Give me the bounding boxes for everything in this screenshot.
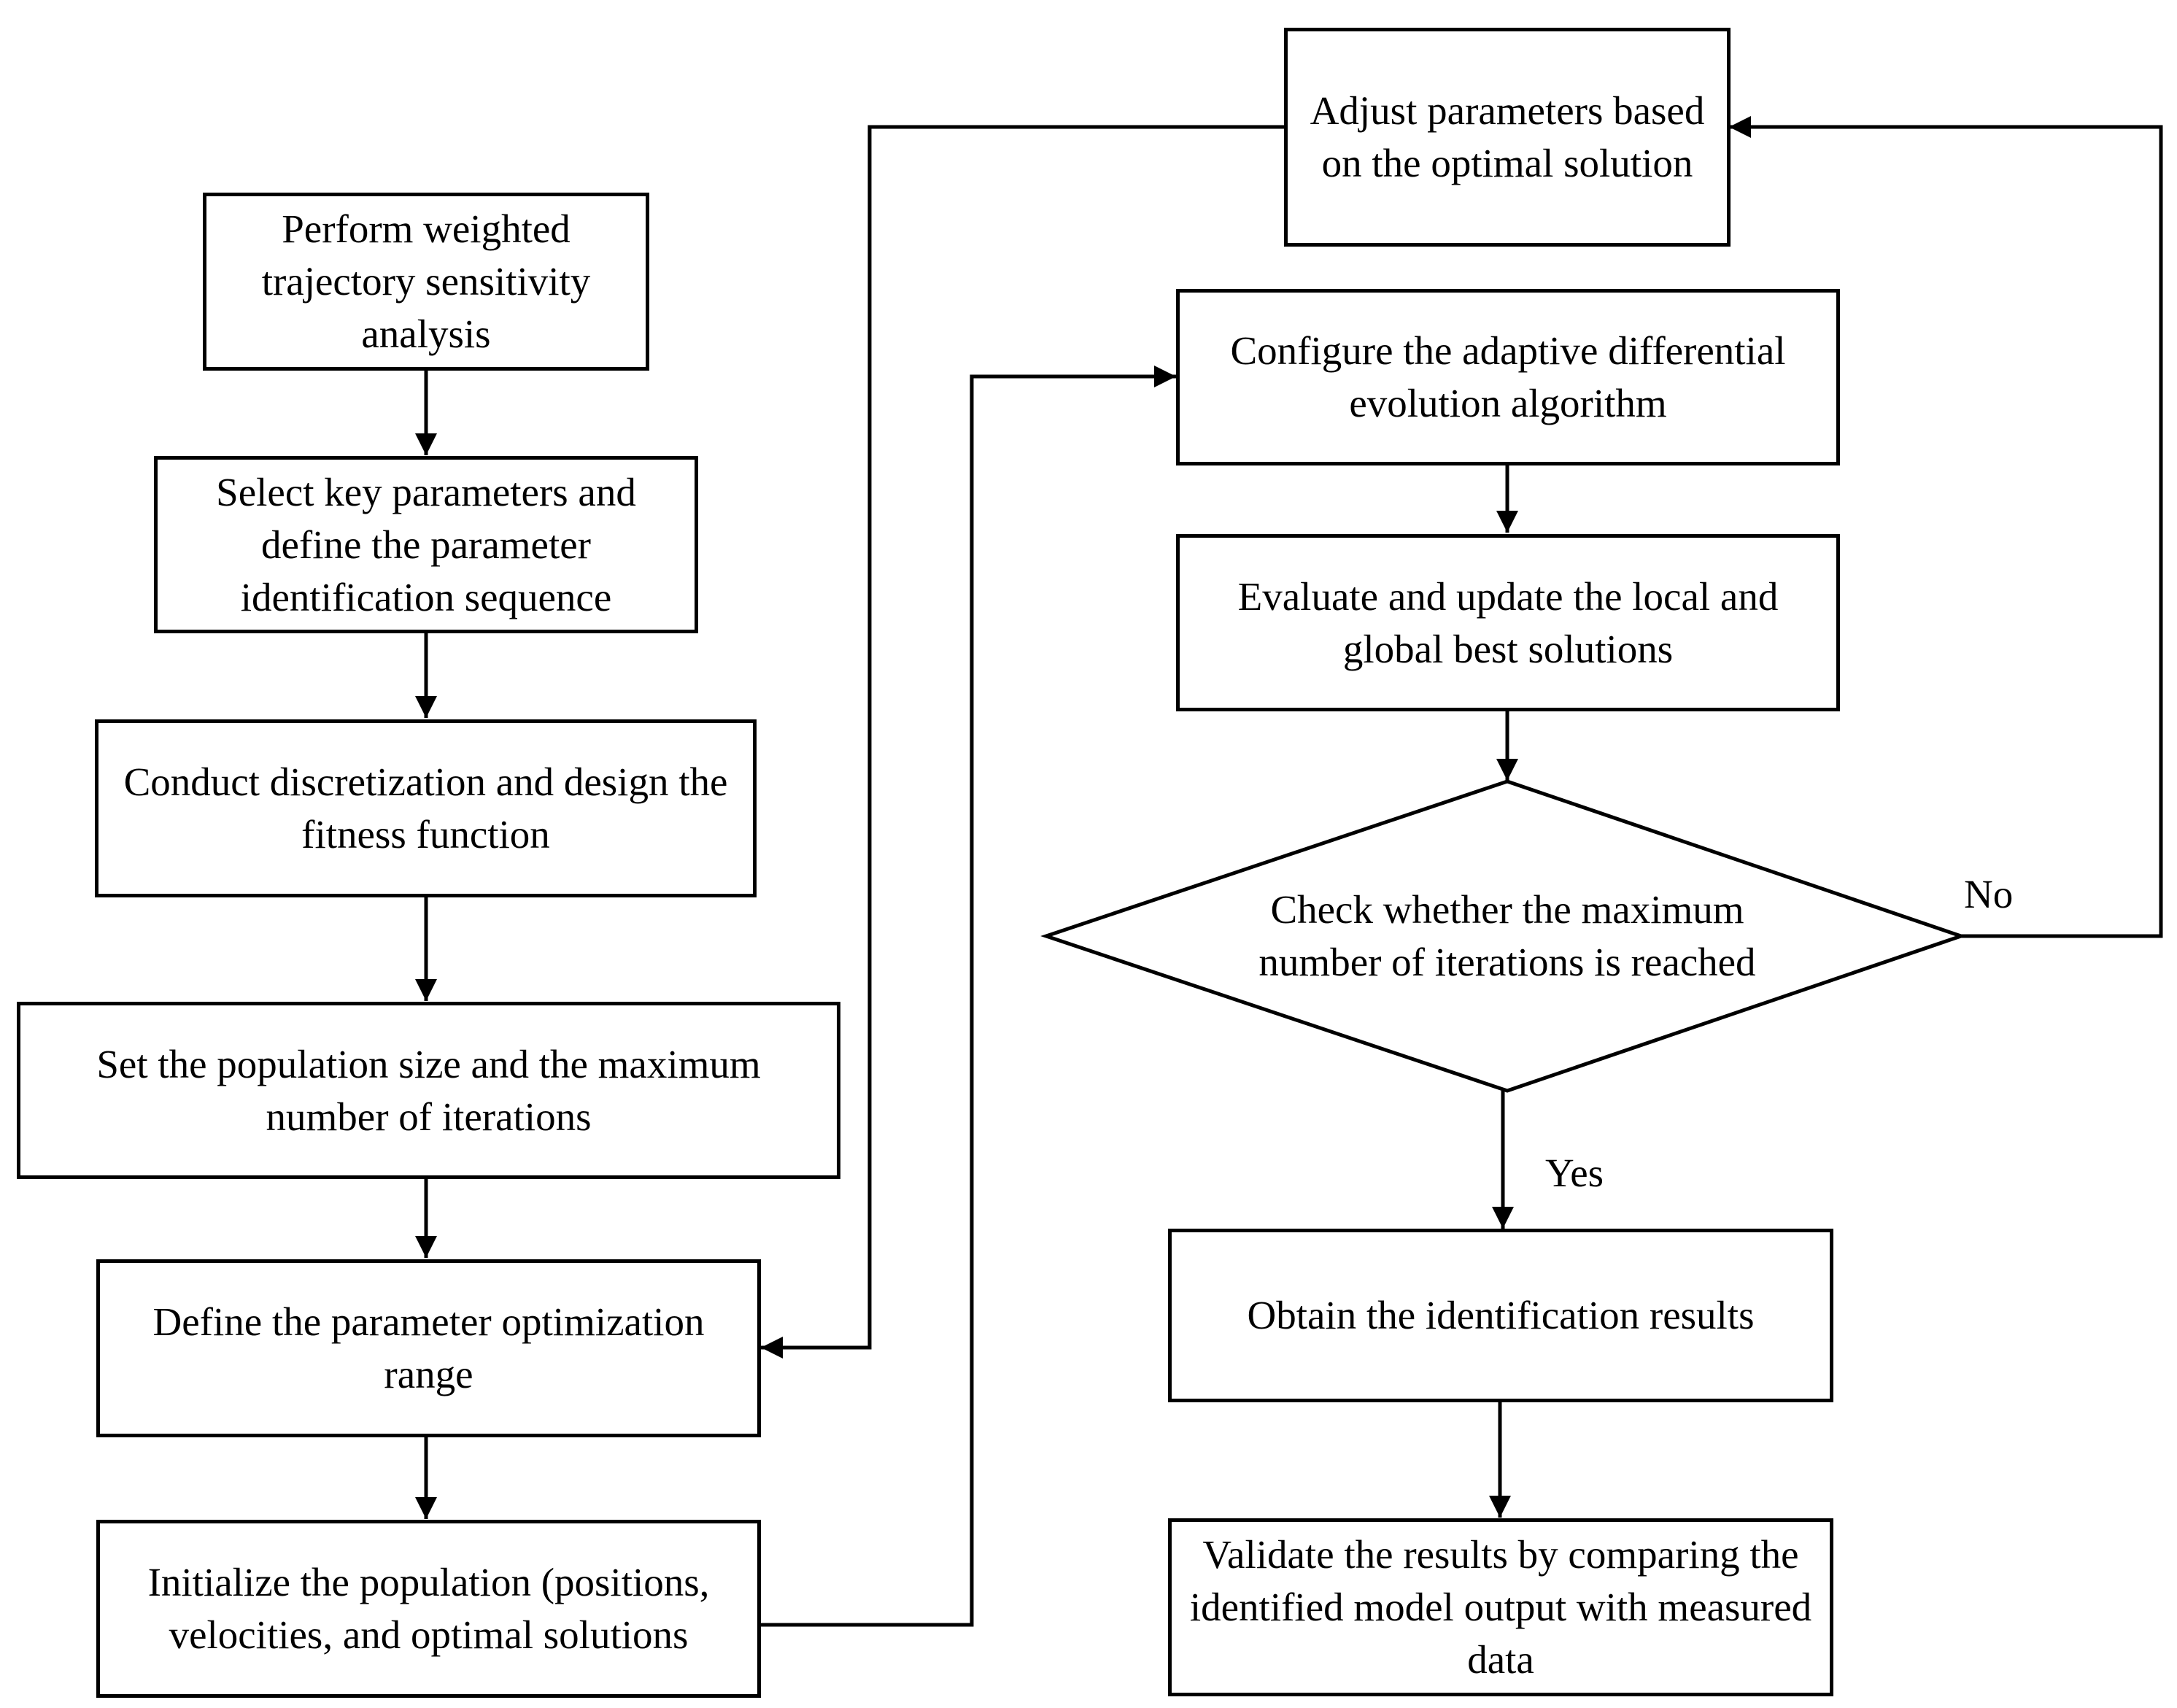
decision-diamond xyxy=(1040,779,1967,1093)
node-discretization-fitness: Conduct discretization and design the fi… xyxy=(95,719,757,897)
node-initialize-population: Initialize the population (positions, ve… xyxy=(96,1520,761,1698)
edge-label-no: No xyxy=(1964,872,2014,916)
node-optimization-range: Define the parameter optimization range xyxy=(96,1259,761,1437)
arrow-n6-to-n7 xyxy=(761,366,1176,1627)
edge-label-yes: Yes xyxy=(1545,1151,1604,1195)
node-population-size-iterations: Set the population size and the maximum … xyxy=(17,1002,840,1179)
node-evaluate-best-solutions: Evaluate and update the local and global… xyxy=(1176,534,1840,711)
node-adjust-parameters: Adjust parameters based on the optimal s… xyxy=(1284,28,1731,247)
arrow-n9-no-to-n12 xyxy=(1729,116,2163,938)
decision-max-iterations: Check whether the maximum number of iter… xyxy=(1258,887,1756,984)
node-configure-ade: Configure the adaptive differential evol… xyxy=(1176,289,1840,465)
node-validate-results: Validate the results by comparing the id… xyxy=(1168,1518,1833,1696)
node-identification-results: Obtain the identification results xyxy=(1168,1229,1833,1402)
node-weighted-sensitivity-analysis: Perform weighted trajectory sensitivity … xyxy=(203,193,649,371)
node-select-key-parameters: Select key parameters and define the par… xyxy=(154,456,698,633)
arrow-n12-to-n5 xyxy=(761,125,1284,1359)
